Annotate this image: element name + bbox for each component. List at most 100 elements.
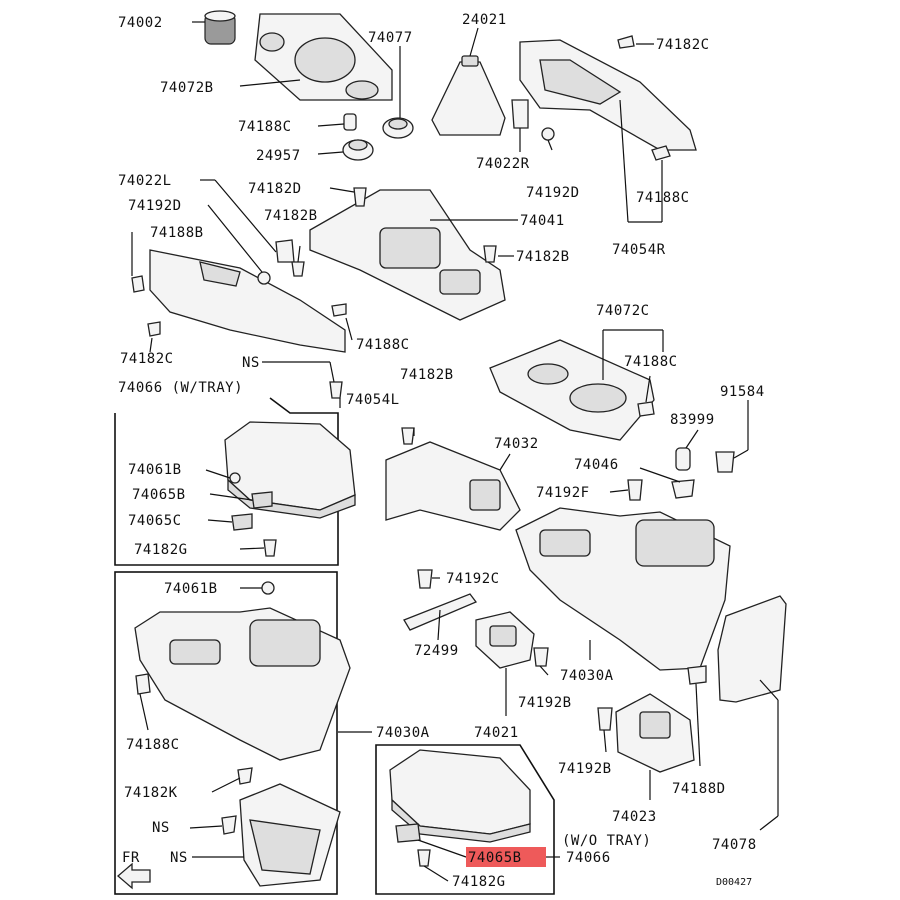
front-arrow-icon [117,862,151,890]
label-74022L: 74022L [118,173,172,189]
label-NS-b: NS [152,820,170,836]
latch-74065C [231,513,253,531]
label-74182G-b: 74182G [452,874,506,890]
label-NS-a: NS [242,355,260,371]
screw-NS-a [329,381,343,399]
label-74188C-mid: 74188C [356,337,410,353]
label-24021: 24021 [462,12,507,28]
label-74182D: 74182D [248,181,302,197]
clip-74188B [131,275,145,293]
console-74030A-right [515,507,731,671]
label-74022R: 74022R [476,156,530,172]
label-72499: 72499 [414,643,459,659]
label-74188C-right: 74188C [636,190,690,206]
highlight-74065B [466,847,546,867]
bracket-74032 [385,441,521,531]
label-24957: 24957 [256,148,301,164]
clip-74188C-c [637,401,655,417]
console-74030A-left [134,607,351,761]
part-83999 [675,447,691,471]
side-cover-74078 [717,595,787,703]
shift-boot-24021 [431,55,506,136]
label-74188C-low: 74188C [126,737,180,753]
box-lower-left [114,571,338,895]
latch-74065B-b [395,823,421,843]
screw-74182C-left [147,321,161,337]
label-74182B-b: 74182B [516,249,570,265]
part-74046 [671,479,695,499]
side-panel-74054R [519,39,697,151]
side-panel-74054L [149,249,346,353]
label-74192D-right: 74192D [526,185,580,201]
clip-74188C [343,113,357,131]
cup-insert-74002 [204,10,236,45]
screw-74182B-c [401,427,415,445]
label-74182B-c: 74182B [400,367,454,383]
knob-74077 [382,117,414,139]
bracket-74021 [475,611,535,669]
part-91584 [715,451,735,473]
label-74192F: 74192F [536,485,590,501]
label-74054L: 74054L [346,392,400,408]
label-74192D-left: 74192D [128,198,182,214]
label-74188D: 74188D [672,781,726,797]
label-74072B: 74072B [160,80,214,96]
label-74072C: 74072C [596,303,650,319]
switch-24957 [342,139,374,161]
cupholder-panel-74072C [489,339,655,441]
armrest-74066-w-tray [224,421,356,519]
label-74182K: 74182K [124,785,178,801]
screw-74182D [353,187,367,207]
label-74054R: 74054R [612,242,666,258]
label-w-o-tray: (W/O TRAY) [562,833,651,849]
label-74002: 74002 [118,15,163,31]
label-74032: 74032 [494,436,539,452]
label-74077: 74077 [368,30,413,46]
label-74192C: 74192C [446,571,500,587]
label-74061B-a: 74061B [128,462,182,478]
label-74182G-a: 74182G [134,542,188,558]
clip-74188C-right [651,145,671,161]
box-without-tray [375,744,555,895]
label-74078: 74078 [712,837,757,853]
label-74182C-top: 74182C [656,37,710,53]
label-NS-c: NS [170,850,188,866]
tray-liner-NS [239,783,341,887]
screw-74182B-a [291,261,305,277]
label-74066: 74066 [566,850,611,866]
label-74030A-left: 74030A [376,725,430,741]
screw-74192B-a [533,647,549,667]
reference-code: D00427 [716,877,752,888]
screw-74192D-right [541,127,555,151]
screw-74192D-left [257,271,271,285]
label-74066-w-tray: 74066 (W/TRAY) [118,380,243,396]
screw-NS-b [221,815,237,835]
screw-74182G-a [263,539,277,557]
latch-74065B-a [251,491,273,509]
label-74030A-right: 74030A [560,668,614,684]
label-74188C-a: 74188C [238,119,292,135]
bracket-74023 [615,693,695,773]
label-FR: FR [122,850,140,866]
clip-74188C-mid [331,303,347,317]
bumper-74061B-b [261,581,275,595]
label-83999: 83999 [670,412,715,428]
label-74041: 74041 [520,213,565,229]
leader-lines [131,21,779,882]
label-74182C-left: 74182C [120,351,174,367]
label-74023: 74023 [612,809,657,825]
label-91584: 91584 [720,384,765,400]
clip-74188C-low [135,673,151,695]
label-74065B-a: 74065B [132,487,186,503]
label-74188B: 74188B [150,225,204,241]
screw-74192C [417,569,433,589]
label-74192B-b: 74192B [558,761,612,777]
center-panel-74041 [309,189,506,321]
label-74046: 74046 [574,457,619,473]
bracket-74022R [511,99,529,129]
label-74182B-a: 74182B [264,208,318,224]
label-74188C-c: 74188C [624,354,678,370]
screw-74182K [237,767,253,785]
screw-74192B-b [597,707,613,731]
